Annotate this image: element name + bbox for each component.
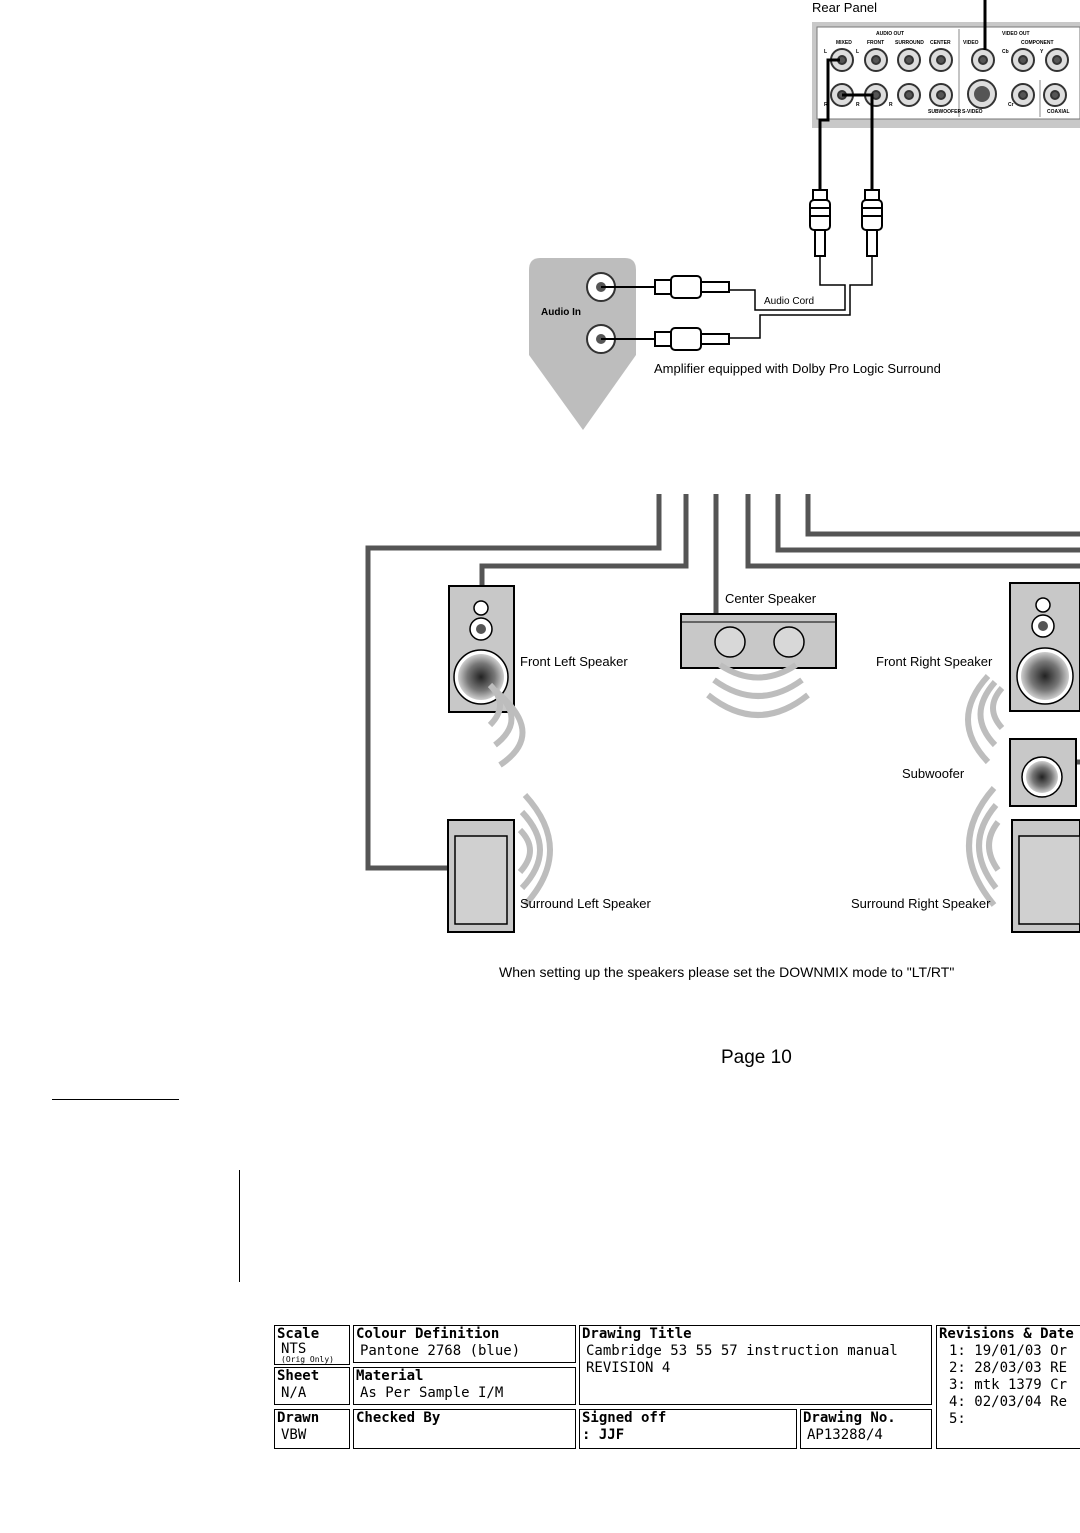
vertical-rule xyxy=(239,1170,240,1282)
page-number: Page 10 xyxy=(721,1047,792,1068)
rp-front-label: FRONT xyxy=(867,40,884,46)
rp-cr-label: Cr xyxy=(1008,102,1014,108)
surround-left-speaker-label: Surround Left Speaker xyxy=(520,896,651,911)
tb-drawing-title: Drawing Title Cambridge 53 55 57 instruc… xyxy=(579,1325,932,1405)
center-speaker xyxy=(680,613,837,669)
rca-plug-left xyxy=(809,189,831,257)
rp-video-label: VIDEO xyxy=(963,40,979,46)
tb-revision-3: 3: mtk 1379 Cr xyxy=(949,1377,1068,1393)
rp-l-label-2: L xyxy=(856,49,859,55)
tb-revisions-label: Revisions & Date xyxy=(939,1326,1074,1342)
audio-cord-label: Audio Cord xyxy=(764,296,815,307)
svideo-jack xyxy=(967,79,997,109)
rca-plug-right xyxy=(861,189,883,257)
tb-scale: Scale NTS (Orig Only) xyxy=(274,1325,350,1365)
rca-plugs-horizontal xyxy=(601,275,730,351)
amplifier-audio-in: Audio In xyxy=(529,258,636,430)
rp-center-label: CENTER xyxy=(930,40,951,46)
rear-panel: AUDIO OUT VIDEO OUT MIXED FRONT SURROUND… xyxy=(812,22,1080,128)
audio-in-label: Audio In xyxy=(541,307,581,318)
downmix-note: When setting up the speakers please set … xyxy=(499,964,955,980)
surround-left-speaker xyxy=(447,819,515,933)
horizontal-rule xyxy=(52,1099,179,1100)
tb-scale-note: (Orig Only) xyxy=(281,1355,334,1364)
rp-y-label: Y xyxy=(1040,49,1044,55)
tb-drawing-title-label: Drawing Title xyxy=(582,1326,692,1342)
tb-drawing-no: Drawing No. AP13288/4 xyxy=(800,1409,932,1449)
tb-drawn: Drawn VBW xyxy=(274,1409,350,1449)
tb-drawn-value: VBW xyxy=(281,1427,307,1443)
tb-drawing-no-label: Drawing No. xyxy=(803,1410,896,1426)
rp-r-label: R xyxy=(824,102,828,108)
rp-mixed-label: MIXED xyxy=(836,40,852,46)
tb-colour-value: Pantone 2768 (blue) xyxy=(360,1343,521,1359)
tb-revision-2: 2: 28/03/03 RE xyxy=(949,1360,1068,1376)
tb-revision-5: 5: xyxy=(949,1411,966,1427)
tb-drawn-label: Drawn xyxy=(277,1410,320,1426)
tb-drawing-title-line1: Cambridge 53 55 57 instruction manual xyxy=(586,1343,898,1359)
amplifier-caption: Amplifier equipped with Dolby Pro Logic … xyxy=(654,361,941,376)
rp-subwoofer-label: SUBWOOFER xyxy=(928,109,961,115)
tb-material-label: Material xyxy=(356,1368,424,1384)
tb-drawing-title-line2: REVISION 4 xyxy=(586,1360,671,1376)
audio-cord xyxy=(730,256,873,339)
rp-r-label-3: R xyxy=(889,102,893,108)
jack-row-top xyxy=(830,48,1069,72)
tb-signed-label: Signed off xyxy=(582,1410,667,1426)
tb-sheet-value: N/A xyxy=(281,1385,307,1401)
front-right-speaker-label: Front Right Speaker xyxy=(876,654,993,669)
sound-waves xyxy=(487,662,1005,908)
tb-colour-label: Colour Definition xyxy=(356,1326,500,1342)
tb-colour: Colour Definition Pantone 2768 (blue) xyxy=(353,1325,576,1363)
tb-sheet-label: Sheet xyxy=(277,1368,320,1384)
jack-row-bottom xyxy=(830,83,1067,107)
surround-right-speaker-label: Surround Right Speaker xyxy=(851,896,991,911)
rp-cb-label: Cb xyxy=(1002,49,1009,55)
tb-drawing-no-value: AP13288/4 xyxy=(807,1427,883,1443)
rp-audio-out-label: AUDIO OUT xyxy=(876,31,904,37)
surround-right-speaker xyxy=(1011,819,1080,933)
tb-checked-label: Checked By xyxy=(356,1410,441,1426)
rp-surround-label: SURROUND xyxy=(895,40,924,46)
front-left-speaker-label: Front Left Speaker xyxy=(520,654,628,669)
tb-material-value: As Per Sample I/M xyxy=(360,1385,504,1401)
tb-revision-4: 4: 02/03/04 Re xyxy=(949,1394,1068,1410)
tb-revisions: Revisions & Date 1: 19/01/03 Or 2: 28/03… xyxy=(936,1325,1080,1449)
rp-l-label: L xyxy=(824,49,827,55)
tb-checked: Checked By xyxy=(353,1409,576,1449)
rear-panel-title: Rear Panel xyxy=(812,0,878,15)
tb-scale-value: NTS xyxy=(281,1341,307,1357)
tb-revision-1: 1: 19/01/03 Or xyxy=(949,1343,1068,1359)
subwoofer-label: Subwoofer xyxy=(902,766,965,781)
front-right-speaker xyxy=(1009,582,1080,712)
subwoofer-speaker xyxy=(1009,738,1077,807)
tb-sheet: Sheet N/A xyxy=(274,1367,350,1405)
rp-coaxial-label: COAXIAL xyxy=(1047,109,1070,115)
speaker-wires xyxy=(365,494,1080,871)
rp-video-out-label: VIDEO OUT xyxy=(1002,31,1030,37)
rp-component-label: COMPONENT xyxy=(1021,40,1054,46)
front-left-speaker xyxy=(448,585,515,713)
center-speaker-label: Center Speaker xyxy=(725,591,817,606)
rp-svideo-label: S-VIDEO xyxy=(962,109,983,115)
audio-cables xyxy=(818,58,874,190)
tb-signed: Signed off : JJF xyxy=(579,1409,797,1449)
tb-signed-value: : JJF xyxy=(582,1427,625,1443)
rp-r-label-2: R xyxy=(856,102,860,108)
tb-material: Material As Per Sample I/M xyxy=(353,1367,576,1405)
tb-scale-label: Scale xyxy=(277,1326,320,1342)
